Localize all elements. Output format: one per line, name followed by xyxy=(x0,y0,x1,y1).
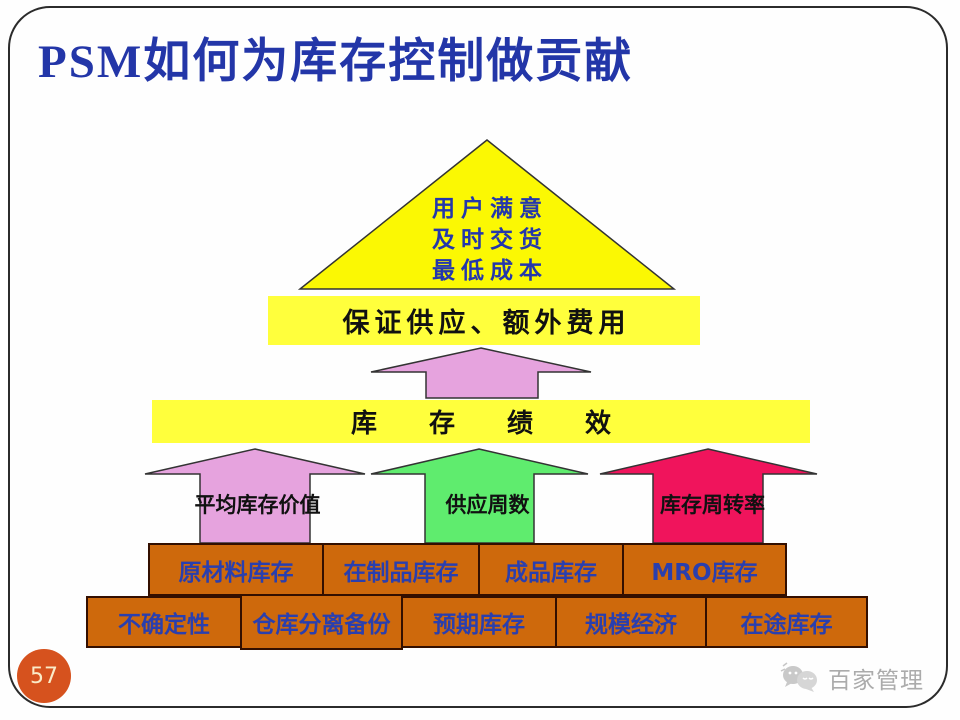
inventory-driver-box-economies-of-scale: 规模经济 xyxy=(555,596,707,648)
weeks-of-supply-label: 供应周数 xyxy=(445,493,530,517)
apex-goal-line: 最低成本 xyxy=(432,258,548,284)
connector-up-arrow-shape xyxy=(370,347,592,399)
page-number-badge: 57 xyxy=(17,649,71,703)
inventory-driver-box-in-transit: 在途库存 xyxy=(705,596,868,648)
performance-bar-shape xyxy=(152,400,810,443)
inventory-turnover-label: 库存周转率 xyxy=(660,493,765,517)
inventory-type-box-wip: 在制品库存 xyxy=(322,543,480,596)
apex-goal-line: 用户满意 xyxy=(432,196,548,222)
performance-bar-label: 库 存 绩 效 xyxy=(350,409,611,439)
inventory-driver-box-uncertainty: 不确定性 xyxy=(86,596,242,648)
apex-goals-text: 用户满意 及时交货 最低成本 xyxy=(377,194,597,287)
supply-bar-label: 保证供应、额外费用 xyxy=(342,308,631,339)
inventory-driver-box-warehouse-separation: 仓库分离备份 xyxy=(240,594,403,650)
apex-triangle-shape xyxy=(297,139,677,290)
page-title: PSM如何为库存控制做贡献 xyxy=(38,36,634,88)
inventory-type-box-mro: MRO库存 xyxy=(622,543,787,596)
watermark: 百家管理 xyxy=(780,658,955,698)
inventory-type-box-raw-materials: 原材料库存 xyxy=(148,543,324,596)
slide-border-frame xyxy=(8,6,948,708)
watermark-brand-text: 百家管理 xyxy=(828,668,924,694)
avg-inventory-value-label: 平均库存价值 xyxy=(194,493,321,517)
inventory-type-box-finished-goods: 成品库存 xyxy=(478,543,624,596)
apex-goal-line: 及时交货 xyxy=(432,227,548,253)
page-number: 57 xyxy=(30,663,58,689)
inventory-driver-box-anticipation: 预期库存 xyxy=(401,596,557,648)
baijia-chat-bubbles-logo-icon xyxy=(780,662,817,692)
supply-bar-shape xyxy=(268,296,700,345)
